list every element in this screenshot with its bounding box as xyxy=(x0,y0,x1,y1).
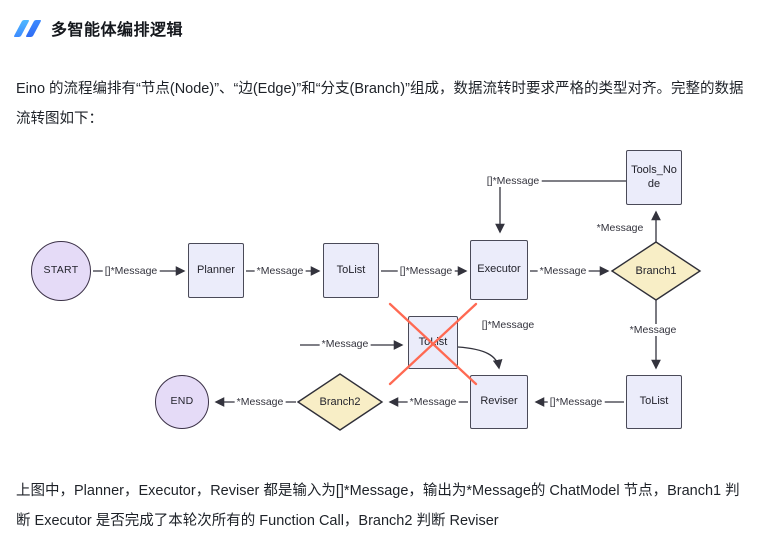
node-tools-node-label: Tools_Node xyxy=(631,163,677,190)
node-reviser-label: Reviser xyxy=(480,395,518,408)
body-paragraph: 上图中，Planner，Executor，Reviser 都是输入为[]*Mes… xyxy=(16,483,740,529)
node-tools-node: Tools_Node xyxy=(626,150,682,205)
edge-label-tolist2-reviser: []*Message xyxy=(547,396,605,408)
edge-label-executor-branch1: *Message xyxy=(537,265,589,277)
flow-diagram: START Planner ToList Executor Tools_Node… xyxy=(0,130,758,470)
intro-paragraph: Eino 的流程编排有“节点(Node)”、“边(Edge)”和“分支(Bran… xyxy=(16,81,744,127)
node-tolist-2-label: ToList xyxy=(639,395,669,408)
branch2-diamond xyxy=(296,373,384,431)
heading-bullet-icon xyxy=(13,19,42,37)
node-executor: Executor xyxy=(470,240,528,300)
edge-label-branch2-end: *Message xyxy=(234,396,286,408)
node-tolist-2: ToList xyxy=(626,375,682,429)
edge-label-reviser-branch2: *Message xyxy=(407,396,459,408)
edge-label-planner-tolist: *Message xyxy=(254,265,306,277)
edge-label-tolist-executor: []*Message xyxy=(397,265,455,277)
node-executor-label: Executor xyxy=(477,263,521,276)
edge-label-start-planner: []*Message xyxy=(102,265,160,277)
node-tolist-1-label: ToList xyxy=(336,263,366,276)
edge-label-crossed-out: []*Message xyxy=(479,319,537,331)
edge-label-tools-executor: []*Message xyxy=(484,175,542,187)
edge-label-branch1-tolist2: *Message xyxy=(627,324,679,336)
node-branch2-label: Branch2 xyxy=(319,396,361,408)
node-tolist-1: ToList xyxy=(323,243,379,298)
node-planner: Planner xyxy=(188,243,244,298)
branch1-diamond xyxy=(610,241,702,301)
node-planner-label: Planner xyxy=(197,263,235,276)
edge-label-branch1-tools: *Message xyxy=(594,222,646,234)
edge-label-into-crossed: *Message xyxy=(319,338,371,350)
node-end-label: END xyxy=(170,395,194,408)
page-title: 多智能体编排逻辑 xyxy=(51,22,184,39)
node-crossed-tolist: ToList xyxy=(408,316,458,369)
node-end: END xyxy=(155,375,209,429)
node-branch1-label: Branch1 xyxy=(635,265,677,277)
edge-crossed-tolist-reviser xyxy=(457,346,503,370)
node-crossed-tolist-label: ToList xyxy=(418,335,448,348)
node-start-label: START xyxy=(43,264,79,277)
node-reviser: Reviser xyxy=(470,375,528,429)
node-start: START xyxy=(31,241,91,301)
branch-diamonds xyxy=(296,241,702,431)
section-header: 多智能体编排逻辑 xyxy=(13,16,184,40)
